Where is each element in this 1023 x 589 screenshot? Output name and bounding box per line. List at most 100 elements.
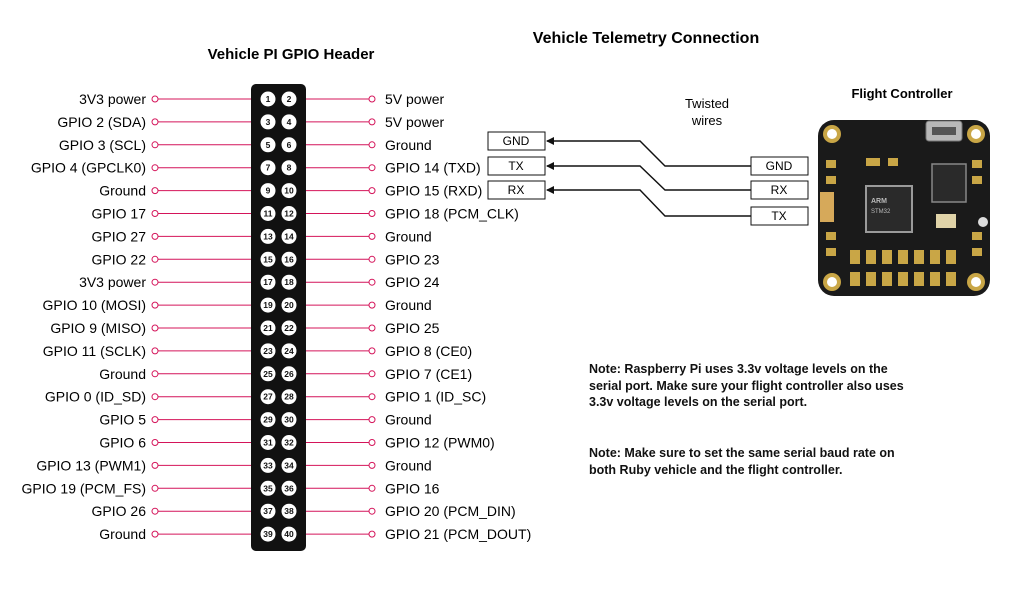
pin-dot: [260, 114, 276, 130]
pin-number: 21: [263, 323, 273, 333]
pin-dot: [281, 526, 297, 542]
pin-dot: [260, 206, 276, 221]
pin-label-right: 5V power: [385, 91, 444, 107]
pin-number: 11: [264, 209, 273, 219]
pin-dot: [281, 228, 297, 244]
pin-terminal-left: [151, 370, 159, 378]
pin-dot: [281, 160, 297, 176]
pin-number: 2: [287, 94, 292, 104]
pin-label-left: 3V3 power: [79, 274, 146, 290]
pin-label-right: GPIO 21 (PCM_DOUT): [385, 526, 531, 542]
telemetry-wires: [546, 137, 751, 217]
pin-dot: [260, 343, 276, 359]
pin-terminal-left: [151, 95, 159, 103]
gnd-wire: [546, 137, 751, 167]
pin-label-right: GPIO 12 (PWM0): [385, 435, 495, 451]
pin-dot: [260, 137, 276, 153]
pin-label-left: GPIO 0 (ID_SD): [45, 389, 146, 405]
pin-terminal-left: [151, 255, 159, 263]
pin-dot: [260, 435, 276, 450]
pin-label-left: Ground: [99, 183, 146, 199]
pin-dot: [281, 435, 297, 450]
pin-dot: [260, 160, 276, 176]
pi-rx-box: [487, 180, 546, 200]
pin-label-left: GPIO 13 (PWM1): [36, 457, 146, 473]
pi-tx-label: TX: [508, 159, 523, 173]
pin-terminal-right: [368, 278, 376, 286]
pin-number: 14: [284, 231, 294, 241]
pin-number: 9: [266, 186, 271, 196]
pin-number: 1: [266, 94, 271, 104]
pin-dot: [281, 251, 297, 267]
fc-serial-boxes: GND RX TX: [750, 156, 809, 226]
pin-number: 28: [284, 392, 294, 402]
pin-terminal-right: [368, 439, 376, 446]
pin-number: 5: [266, 140, 271, 150]
pin-number: 4: [287, 117, 292, 127]
pin-dot: [281, 114, 297, 130]
pin-terminal-right: [368, 416, 376, 424]
pin-terminal-right: [368, 255, 376, 263]
twisted-wires-label-line1: Twisted: [685, 96, 729, 111]
pin-label-right: GPIO 16: [385, 480, 440, 496]
pin-label-left: GPIO 4 (GPCLK0): [31, 160, 146, 176]
pin-terminal-right: [368, 164, 376, 172]
pin-number: 38: [284, 506, 294, 516]
pin-number: 16: [284, 254, 294, 264]
pin-label-right: Ground: [385, 297, 432, 313]
fc-gnd-label: GND: [766, 159, 793, 173]
pin-label-left: GPIO 17: [92, 206, 147, 222]
pi-gnd-box: [487, 131, 546, 151]
pin-dot: [260, 183, 276, 199]
pin-dot: [281, 297, 297, 313]
pin-number: 8: [287, 163, 292, 173]
pin-terminal-left: [151, 232, 159, 240]
bottom-pads: [850, 250, 956, 286]
pin-dot: [260, 91, 276, 107]
pi-serial-boxes: GND TX RX: [487, 131, 546, 200]
pin-terminal-right: [368, 232, 376, 240]
pin-terminal-left: [151, 324, 159, 332]
pin-label-left: GPIO 11 (SCLK): [43, 343, 146, 359]
pin-terminal-right: [368, 370, 376, 378]
mcu-chip: [865, 185, 913, 233]
pin-terminal-right: [368, 324, 376, 332]
pin-terminal-right: [368, 484, 376, 492]
diagram-title: Vehicle Telemetry Connection: [533, 30, 759, 47]
chip-brand: ARM: [871, 198, 887, 205]
baud-rate-note: Note: Make sure to set the same serial b…: [589, 446, 895, 477]
pin-terminal-right: [368, 461, 376, 469]
pin-terminal-right: [368, 118, 376, 126]
pin-terminal-right: [368, 210, 376, 217]
pin-dot: [260, 274, 276, 290]
pin-number: 27: [263, 392, 273, 402]
pin-dot: [281, 389, 297, 405]
pin-label-right: 5V power: [385, 114, 444, 130]
pin-label-left: GPIO 26: [92, 503, 147, 519]
pin-dot: [260, 526, 276, 542]
pin-dot: [281, 366, 297, 382]
voltage-note: Note: Raspberry Pi uses 3.3v voltage lev…: [589, 362, 904, 409]
pin-label-left: GPIO 9 (MISO): [50, 320, 146, 336]
pin-number: 6: [287, 140, 292, 150]
pin-terminal-right: [368, 530, 376, 538]
pin-terminal-right: [368, 187, 376, 195]
side-pad: [820, 192, 834, 222]
pin-label-right: GPIO 20 (PCM_DIN): [385, 503, 516, 519]
pin-dot: [281, 457, 297, 473]
pin-number: 30: [284, 415, 294, 425]
fc-rx-to-pi-tx-wire: [546, 162, 751, 191]
pin-label-left: Ground: [99, 526, 146, 542]
pin-terminal-left: [151, 393, 159, 401]
pin-label-right: Ground: [385, 457, 432, 473]
pin-dot: [281, 274, 297, 290]
pin-dot: [281, 343, 297, 359]
pin-label-right: Ground: [385, 228, 432, 244]
pin-terminal-left: [151, 301, 159, 309]
pin-dot: [260, 297, 276, 313]
pin-dot: [281, 206, 297, 221]
pin-number: 13: [263, 231, 273, 241]
pin-label-left: GPIO 6: [99, 435, 146, 451]
pin-number: 34: [284, 460, 294, 470]
pin-terminal-left: [151, 187, 159, 195]
